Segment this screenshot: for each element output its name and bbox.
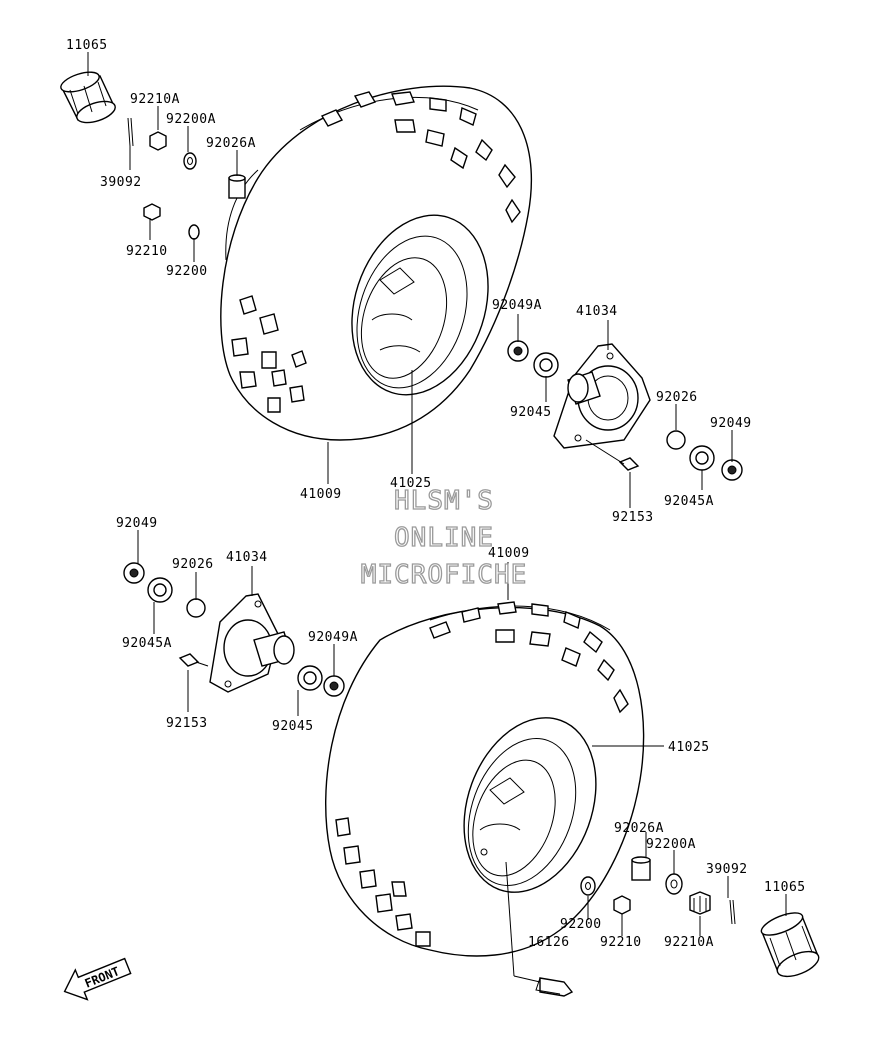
front-arrow: FRONT [63, 957, 132, 1001]
label-top-cotter: 39092 [100, 175, 142, 190]
top-hub[interactable] [553, 343, 651, 449]
top-tire[interactable] [220, 85, 533, 441]
bottom-cotter-pin[interactable] [729, 899, 736, 925]
label-bot-spacer: 92026 [172, 557, 214, 572]
label-top-seal-a: 92049A [492, 298, 542, 313]
top-seal[interactable] [721, 459, 743, 481]
top-washer-a[interactable] [183, 152, 197, 170]
label-top-tire: 41009 [300, 487, 342, 502]
label-top-hub: 41034 [576, 304, 618, 319]
top-nut[interactable] [143, 203, 161, 221]
label-bot-tire: 41009 [488, 546, 530, 561]
label-top-seal: 92049 [710, 416, 752, 431]
bottom-spacer-a[interactable] [631, 856, 651, 881]
label-bot-nut: 92210 [600, 935, 642, 950]
tread-blocks [231, 91, 521, 413]
part-labels: 11065 92210A 92200A 39092 92026A 92210 9… [66, 38, 806, 950]
top-seal-a[interactable] [507, 340, 529, 362]
label-top-nut: 92210 [126, 244, 168, 259]
label-bot-washer-a: 92200A [646, 837, 696, 852]
bottom-hub[interactable] [209, 593, 295, 693]
label-top-washer-a: 92200A [166, 112, 216, 127]
label-bot-hub: 41034 [226, 550, 268, 565]
bottom-tire[interactable] [325, 601, 645, 957]
label-top-rim: 41025 [390, 476, 432, 491]
watermark-line-1: HLSM'S [394, 486, 494, 516]
top-castle-nut[interactable] [149, 131, 167, 151]
label-top-washer: 92200 [166, 264, 208, 279]
label-top-bearing: 92045 [510, 405, 552, 420]
top-washer[interactable] [188, 224, 200, 240]
label-bot-cap: 11065 [764, 880, 806, 895]
top-hub-cap[interactable] [59, 68, 118, 127]
top-bearing[interactable] [533, 352, 559, 378]
bottom-seal-a[interactable] [323, 675, 345, 697]
label-bot-nut-a: 92210A [664, 935, 714, 950]
bottom-bearing[interactable] [297, 665, 323, 691]
label-bot-valve: 16126 [528, 935, 570, 950]
bottom-nut[interactable] [613, 895, 631, 915]
top-bolt[interactable] [585, 439, 640, 471]
bottom-bearing-a[interactable] [147, 577, 173, 603]
label-top-bearing-a: 92045A [664, 494, 714, 509]
tread-blocks [335, 601, 629, 947]
label-top-cap: 11065 [66, 38, 108, 53]
watermark-line-3: MICROFICHE [361, 560, 528, 590]
label-top-nut-a: 92210A [130, 92, 180, 107]
label-bot-spacer-a: 92026A [614, 821, 664, 836]
watermark: HLSM'S ONLINE MICROFICHE [360, 485, 528, 590]
bottom-hub-cap[interactable] [759, 908, 823, 981]
bottom-bolt[interactable] [178, 653, 209, 667]
label-bot-seal: 92049 [116, 516, 158, 531]
label-bot-rim: 41025 [668, 740, 710, 755]
label-bot-seal-a: 92049A [308, 630, 358, 645]
watermark-line-2: ONLINE [394, 523, 494, 553]
top-bearing-a[interactable] [689, 445, 715, 471]
bottom-castle-nut[interactable] [689, 891, 711, 915]
bottom-spacer[interactable] [186, 598, 206, 618]
bottom-washer-a[interactable] [665, 873, 683, 895]
label-bot-bearing-a: 92045A [122, 636, 172, 651]
label-bot-bolt: 92153 [166, 716, 208, 731]
label-bot-washer: 92200 [560, 917, 602, 932]
label-top-spacer-a: 92026A [206, 136, 256, 151]
top-spacer-a[interactable] [228, 174, 246, 199]
bottom-seal[interactable] [123, 562, 145, 584]
label-top-bolt: 92153 [612, 510, 654, 525]
leader-lines [87, 52, 787, 983]
label-bot-cotter: 39092 [706, 862, 748, 877]
label-bot-bearing: 92045 [272, 719, 314, 734]
bottom-valve-stem[interactable] [535, 977, 574, 997]
label-top-spacer: 92026 [656, 390, 698, 405]
top-cotter-pin[interactable] [127, 117, 134, 147]
bottom-washer[interactable] [580, 876, 596, 896]
top-spacer[interactable] [666, 430, 686, 450]
